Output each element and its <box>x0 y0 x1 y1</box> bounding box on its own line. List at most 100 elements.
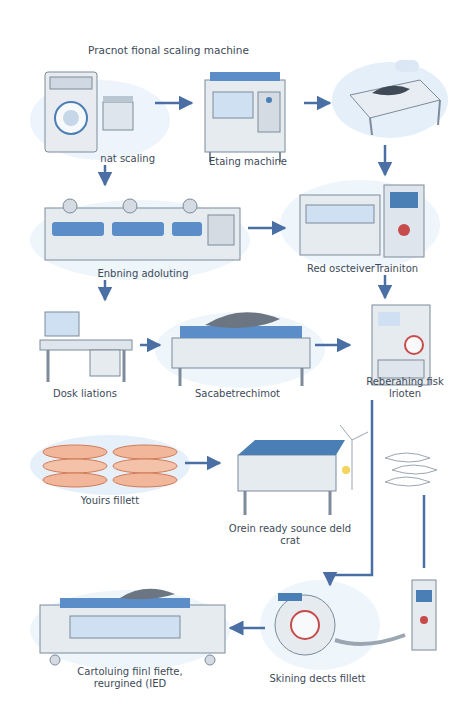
cloud-backdrop-part <box>30 435 190 495</box>
side-unit-part <box>412 580 436 650</box>
desk-station-part <box>47 350 50 382</box>
cloud-backdrop-part <box>155 312 325 388</box>
flow-arrow <box>315 344 350 347</box>
desk-station-part <box>90 350 120 376</box>
fish-outlines-part <box>385 453 430 462</box>
node-text-area: Reberahing fisk lrioten <box>350 376 460 400</box>
ready-table-part <box>238 455 336 491</box>
skinning-machine-part <box>291 611 319 639</box>
node-text-area: Skining dects fillett <box>265 673 370 685</box>
cartoning-machine-part <box>60 598 190 608</box>
flow-arrow <box>423 495 426 568</box>
node-label: Orein ready sounce deld crat <box>220 523 360 547</box>
flow-arrow <box>104 280 107 300</box>
node-label: Enbning adoluting <box>38 268 248 280</box>
conveyor-machine-part <box>438 100 440 125</box>
desk-station <box>40 312 132 382</box>
soaking-line-part <box>63 199 77 213</box>
node-text-area: Cartoluing fiinl fiefte, reurgined (IED <box>60 666 200 690</box>
machine-node: Reberahing fisk lrioten <box>350 298 460 400</box>
node-label: Youirs fillett <box>35 495 185 507</box>
fish-fillets-part <box>43 445 107 459</box>
washer-machine-part <box>55 102 87 134</box>
scaling-machine-part <box>205 80 285 152</box>
machine-node: Orein ready sounce deld crat <box>220 435 360 547</box>
filleting-table-part <box>179 368 182 386</box>
conveyor-machine-part <box>395 60 419 72</box>
desk-station-part <box>123 350 126 382</box>
washer-machine-part <box>103 96 133 102</box>
node-text-area: Orein ready sounce deld crat <box>220 523 360 547</box>
ready-table-part <box>244 491 247 515</box>
receiver-machine-part <box>306 205 374 223</box>
refrigeration-cabinet-part <box>372 305 430 385</box>
filleting-table-part <box>172 338 310 368</box>
refrigeration-cabinet <box>372 305 430 385</box>
cartoning-machine-part <box>50 655 60 665</box>
washer-machine <box>45 72 133 152</box>
ready-table-part <box>342 466 350 474</box>
node-text-area: nat scaling <box>40 153 155 165</box>
washer-machine-part <box>103 102 133 130</box>
soaking-line-part <box>208 215 234 245</box>
diagram-title: Pracnot fional scaling machine <box>88 44 249 56</box>
cloud-backdrop-part <box>332 62 448 138</box>
soaking-line-part <box>52 222 104 236</box>
fish-fillets-part <box>113 445 177 459</box>
cloud-backdrop-part <box>30 200 250 280</box>
receiver-machine-part <box>384 185 424 257</box>
scaling-machine-part <box>258 92 280 132</box>
cartoning-machine-part <box>40 605 225 653</box>
washer-machine-part <box>45 72 97 152</box>
washer-machine-part <box>50 77 92 89</box>
machine-node <box>330 55 445 145</box>
skinning-machine-part <box>275 595 335 655</box>
receiver-machine-part <box>390 192 418 208</box>
node-text-area: Enbning adoluting <box>38 268 248 280</box>
conveyor-machine-part <box>350 80 440 118</box>
node-label: Cartoluing fiinl fiefte, reurgined (IED <box>60 666 200 690</box>
machine-node: Sacabetrechimot <box>160 305 315 400</box>
conveyor-machine <box>350 60 440 135</box>
fish-fillets-part <box>43 473 107 487</box>
flow-arrow <box>384 145 387 175</box>
flow-arrow <box>140 344 160 347</box>
filleting-table <box>172 312 310 386</box>
desk-station-part <box>45 312 79 336</box>
cloud-backdrop-part <box>30 590 230 670</box>
flow-arrow <box>330 400 372 585</box>
flow-arrow <box>185 462 220 465</box>
node-label: Red oscteiverTrainiton <box>285 263 440 275</box>
node-text-area: Red oscteiverTrainiton <box>285 263 440 275</box>
machine-node: Enbning adoluting <box>38 185 248 280</box>
conveyor-machine-part <box>372 86 410 95</box>
machine-node: Skining dects fillett <box>265 585 370 685</box>
scaling-machine-part <box>213 92 253 118</box>
soaking-line-part <box>112 222 164 236</box>
ready-table <box>238 425 368 515</box>
skinning-machine-part <box>335 635 405 644</box>
node-label: Reberahing fisk lrioten <box>350 376 460 400</box>
receiver-machine-part <box>300 195 380 255</box>
machine-node: Cartoluing fiinl fiefte, reurgined (IED <box>30 585 230 690</box>
flow-arrow <box>230 627 265 630</box>
machine-node <box>380 440 455 495</box>
ready-table-part <box>340 425 352 440</box>
cloud-backdrop <box>30 62 448 670</box>
machine-node: nat scaling <box>40 60 155 165</box>
soaking-line-part <box>123 199 137 213</box>
flow-arrow <box>155 102 192 105</box>
skinning-machine <box>275 593 405 655</box>
receiver-machine <box>300 185 424 257</box>
ready-table-part <box>238 440 345 455</box>
node-text-area: Dosk liations <box>30 388 140 400</box>
fish-fillets <box>43 445 177 487</box>
conveyor-machine-part <box>370 118 372 135</box>
refrigeration-cabinet-part <box>378 312 400 326</box>
ready-table-part <box>329 491 332 515</box>
washer-machine-part <box>63 110 79 126</box>
cartoning-machine-part <box>120 589 175 599</box>
node-label: Dosk liations <box>30 388 140 400</box>
